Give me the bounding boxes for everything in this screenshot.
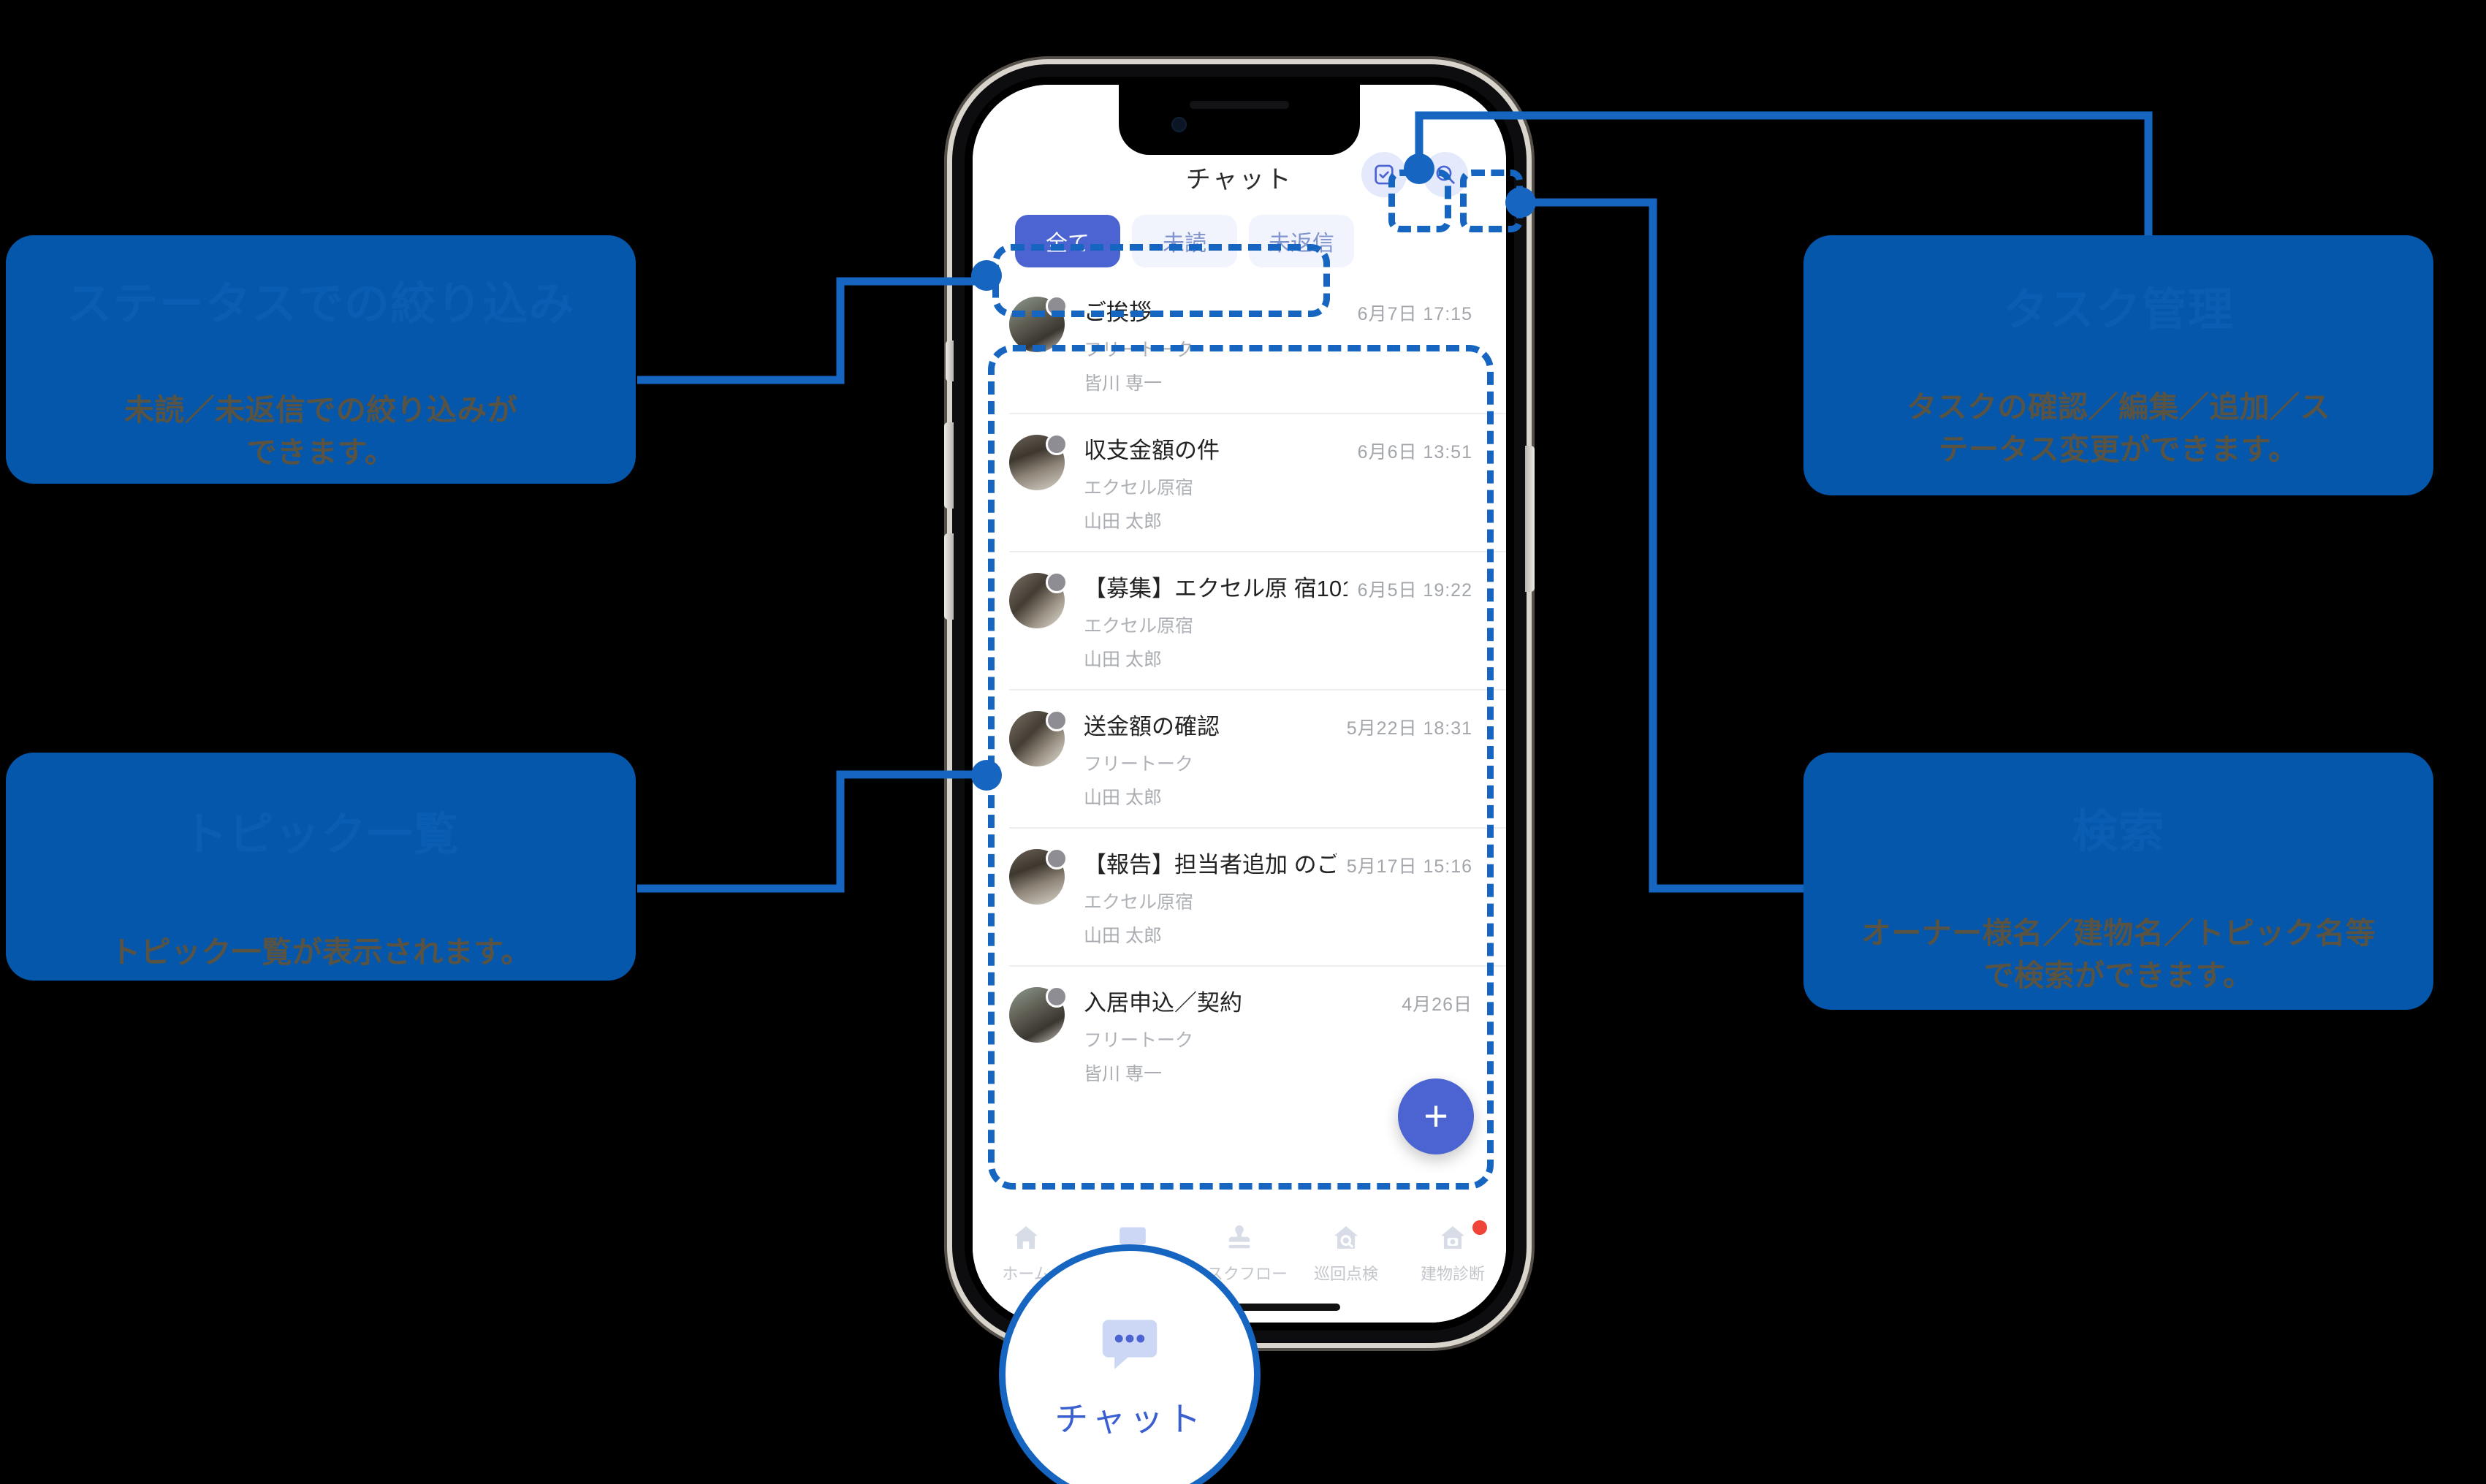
thread-person: 山田 太郎 xyxy=(1084,511,1162,532)
tab-patrol-label: 巡回点検 xyxy=(1313,1265,1378,1283)
avatar xyxy=(1009,848,1068,905)
thread-time: 6月6日 13:51 xyxy=(1357,442,1472,463)
thread-building: フリートーク xyxy=(1084,340,1194,360)
chat-app: チャット xyxy=(973,85,1506,1323)
thread-time: 5月17日 15:16 xyxy=(1346,856,1472,877)
tab-diagnosis[interactable]: 建物診断 xyxy=(1399,1220,1506,1285)
avatar xyxy=(1009,986,1068,1043)
list-item[interactable]: 収支金額の件 6月6日 13:51 エクセル原宿 山田 太郎 xyxy=(973,413,1506,551)
earpiece-speaker xyxy=(1190,101,1289,109)
phone-screen: チャット xyxy=(973,85,1506,1323)
thread-building: フリートーク xyxy=(1084,754,1194,775)
callout-topics-heading: トピック一覧 xyxy=(182,810,460,860)
status-badge xyxy=(1046,709,1068,731)
filter-chip-unread[interactable]: 未読 xyxy=(1132,215,1237,267)
thread-person: 山田 太郎 xyxy=(1084,650,1162,670)
status-badge xyxy=(1046,848,1068,870)
filter-chip-all[interactable]: 全て xyxy=(1015,215,1120,267)
thread-time: 6月5日 19:22 xyxy=(1357,580,1472,601)
add-thread-button[interactable]: + xyxy=(1398,1078,1474,1154)
house-search-icon xyxy=(1334,1226,1358,1249)
callout-search-heading: 検索 xyxy=(2072,807,2165,857)
list-item[interactable]: ご挨拶 6月7日 17:15 フリートーク 皆川 専一 xyxy=(973,275,1506,413)
tab-diagnosis-label: 建物診断 xyxy=(1420,1265,1485,1283)
thread-title: 【募集】エクセル原 宿101 xyxy=(1084,576,1347,601)
callout-filter: ステータスでの絞り込み 未読／未返信での絞り込みが できます。 xyxy=(6,235,636,484)
volume-down-button[interactable] xyxy=(944,533,954,620)
connector-knob-search xyxy=(1505,187,1536,218)
connector-knob-filter xyxy=(971,260,1002,291)
thread-building: フリートーク xyxy=(1084,1030,1194,1051)
thread-person: 皆川 専一 xyxy=(1084,373,1162,394)
callout-filter-heading: ステータスでの絞り込み xyxy=(66,279,575,330)
status-badge xyxy=(1046,295,1068,317)
callout-tasks-heading: タスク管理 xyxy=(2002,285,2235,335)
connector-knob-topics xyxy=(971,760,1002,791)
task-icon[interactable] xyxy=(1361,152,1407,197)
silent-switch[interactable] xyxy=(946,340,954,381)
thread-title: ご挨拶 xyxy=(1084,300,1152,325)
thread-title: 【報告】担当者追加 のご報告 xyxy=(1084,852,1337,878)
list-item[interactable]: 【募集】エクセル原 宿101 6月5日 19:22 エクセル原宿 山田 太郎 xyxy=(973,551,1506,689)
connector-knob-tasks xyxy=(1404,153,1434,184)
tab-chat[interactable] xyxy=(1079,1222,1186,1261)
thread-building: エクセル原宿 xyxy=(1084,892,1194,913)
chat-icon xyxy=(1102,1320,1158,1369)
notch xyxy=(1119,85,1360,155)
callout-tasks-body: タスクの確認／編集／追加／ス テータス変更ができます。 xyxy=(1907,389,2330,466)
thread-building: エクセル原宿 xyxy=(1084,616,1194,636)
callout-filter-body: 未読／未返信での絞り込みが できます。 xyxy=(123,392,518,469)
callout-tasks: タスク管理 タスクの確認／編集／追加／ス テータス変更ができます。 xyxy=(1803,235,2433,495)
thread-title: 入居申込／契約 xyxy=(1084,990,1242,1016)
thread-time: 4月26日 xyxy=(1402,994,1472,1015)
thread-list[interactable]: ご挨拶 6月7日 17:15 フリートーク 皆川 専一 xyxy=(973,275,1506,1213)
thread-time: 6月7日 17:15 xyxy=(1357,304,1472,324)
thread-title: 収支金額の件 xyxy=(1084,438,1220,463)
avatar xyxy=(1009,709,1068,766)
home-icon xyxy=(1014,1226,1038,1249)
chat-feature-label: チャット xyxy=(1054,1400,1205,1438)
callout-topics: トピック一覧 トピック一覧が表示されます。 xyxy=(6,753,636,981)
callout-topics-body: トピック一覧が表示されます。 xyxy=(110,935,531,969)
chat-icon xyxy=(1120,1227,1146,1249)
status-badge xyxy=(1046,986,1068,1008)
tab-patrol[interactable]: 巡回点検 xyxy=(1293,1222,1399,1285)
chat-feature-badge: チャット xyxy=(999,1244,1261,1484)
front-camera-icon xyxy=(1171,117,1187,132)
thread-person: 皆川 専一 xyxy=(1084,1064,1162,1084)
thread-title: 送金額の確認 xyxy=(1084,714,1220,739)
phone-frame: チャット xyxy=(952,64,1527,1343)
list-item[interactable]: 入居申込／契約 4月26日 フリートーク 皆川 専一 xyxy=(973,965,1506,1103)
stamp-icon xyxy=(1228,1225,1250,1249)
thread-building: エクセル原宿 xyxy=(1084,478,1194,498)
status-badge xyxy=(1046,433,1068,455)
thread-time: 5月22日 18:31 xyxy=(1346,718,1472,739)
avatar xyxy=(1009,433,1068,490)
avatar xyxy=(1009,295,1068,352)
avatar xyxy=(1009,571,1068,628)
filter-chip-group: 全て 未読 未返信 xyxy=(973,208,1506,275)
thread-person: 山田 太郎 xyxy=(1084,926,1162,946)
volume-up-button[interactable] xyxy=(944,422,954,509)
power-button[interactable] xyxy=(1525,446,1535,592)
tab-home[interactable]: ホーム xyxy=(973,1222,1079,1285)
filter-chip-unreplied[interactable]: 未返信 xyxy=(1249,215,1354,267)
page-title: チャット xyxy=(1185,166,1293,194)
list-item[interactable]: 【報告】担当者追加 のご報告 5月17日 15:16 エクセル原宿 山田 太郎 xyxy=(973,827,1506,965)
app-bar: チャット xyxy=(973,85,1506,208)
notification-dot xyxy=(1472,1220,1487,1235)
thread-person: 山田 太郎 xyxy=(1084,788,1162,808)
house-camera-icon xyxy=(1440,1226,1465,1249)
callout-search: 検索 オーナー様名／建物名／トピック名等 で検索ができます。 xyxy=(1803,753,2433,1010)
status-badge xyxy=(1046,571,1068,593)
list-item[interactable]: 送金額の確認 5月22日 18:31 フリートーク 山田 太郎 xyxy=(973,689,1506,827)
callout-search-body: オーナー様名／建物名／トピック名等 で検索ができます。 xyxy=(1861,916,2376,992)
